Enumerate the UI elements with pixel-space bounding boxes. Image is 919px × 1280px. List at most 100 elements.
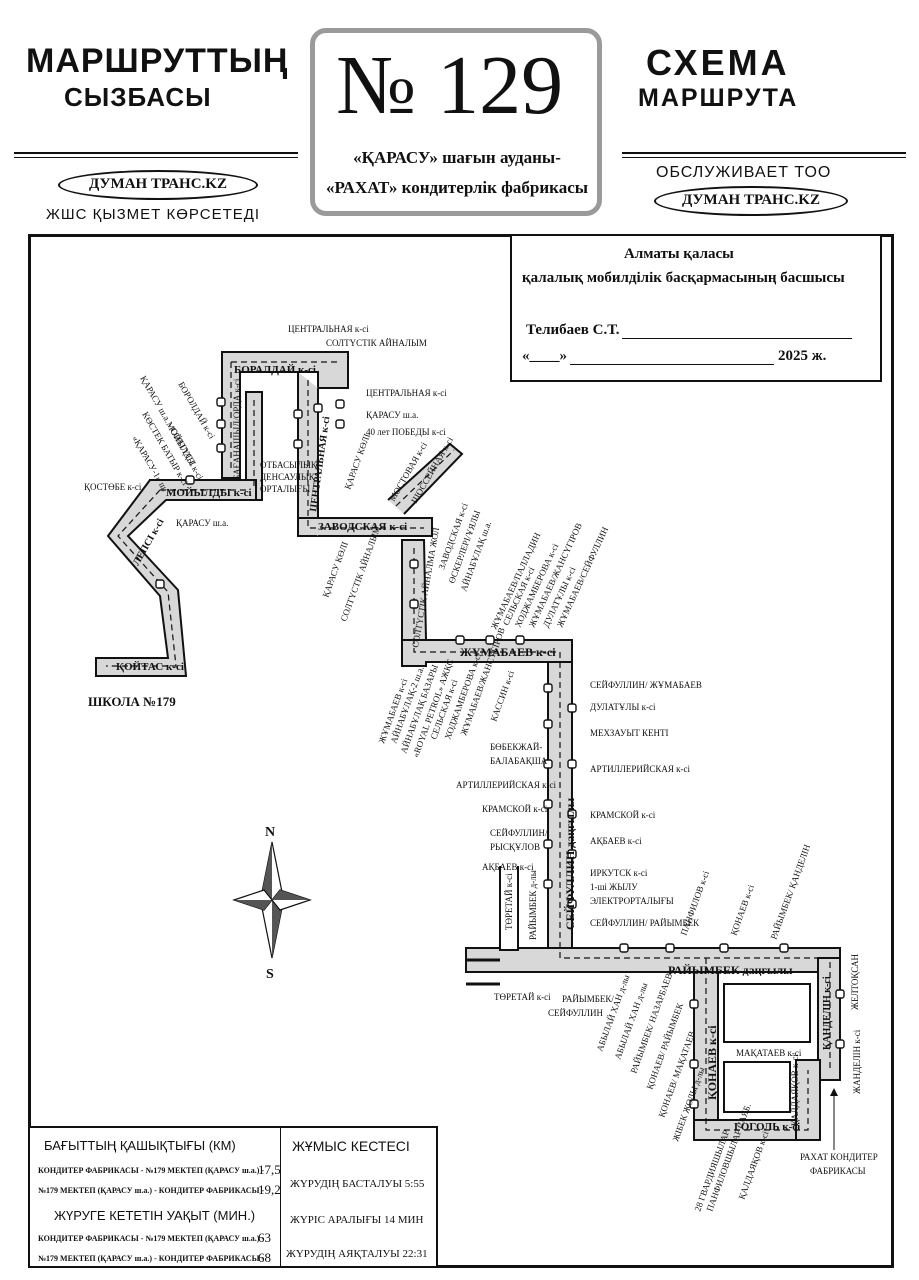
operator-caption-left: ЖШС ҚЫЗМЕТ КӨРСЕТЕДІ — [46, 206, 261, 223]
stop-markers — [155, 397, 845, 1109]
label-tsentralnaya-right: ЦЕНТРАЛЬНАЯ к-сі — [366, 388, 447, 398]
label-seifullin-dangyly: СЕЙФУЛЛИН даңғылы — [563, 797, 577, 930]
label-kramskoi-r: КРАМСКОЙ к-сі — [590, 810, 656, 820]
label-raiymbek-kandelin: РАЙЫМБЕК/ ҚАНДЕЛІН — [768, 843, 812, 941]
label-kassin: КАССИН к-сі — [488, 669, 516, 723]
route-number: № 129 — [336, 39, 564, 132]
compass-s: S — [266, 967, 274, 982]
date-line — [570, 364, 774, 365]
label-otbasylyk: ОТБАСЫЛЫҚ — [260, 460, 318, 470]
signature-line — [622, 338, 852, 339]
city-block-1 — [723, 983, 811, 1043]
label-raiymbek-dangyly-v: РАЙЫМБЕК д-лы — [528, 870, 538, 940]
label-koitas: ҚОЙТАС к-сі — [116, 661, 184, 673]
label-kandelin: ҚАНДЕЛІН к-сі — [822, 976, 833, 1050]
approval-date-prefix: «____» — [522, 348, 567, 364]
label-soltustik-top: СОЛТҮСТІК АЙНАЛЫМ — [326, 338, 427, 348]
road-zavodskaya — [298, 517, 433, 537]
map-frame — [28, 234, 894, 1268]
road-lepsi — [95, 479, 188, 677]
label-school: ШКОЛА №179 — [88, 694, 176, 709]
route-line — [106, 361, 831, 1131]
time-row-2-value: 68 — [258, 1250, 271, 1265]
label-karasu-sha2: ҚАРАСУ ш.а. — [176, 518, 228, 528]
label-karasu-sha: ҚАРАСУ ш.а. — [366, 410, 418, 420]
operator-logo-right: ДУМАН ТРАНС.KZ — [654, 186, 848, 216]
label-ortalygy: ОРТАЛЫҒЫ — [260, 484, 310, 494]
label-rakhat1: РАХАТ КОНДИТЕР — [800, 1152, 878, 1162]
route-number-box — [310, 28, 602, 216]
approval-box: Алматы қаласы қалалық мобилділік басқарм… — [510, 234, 882, 382]
schedule-title: ЖҰМЫС КЕСТЕСІ — [292, 1138, 410, 1154]
label-densaulyk: ДЕНСАУЛЫҚ — [260, 472, 316, 482]
label-raiymbek-seifullin2: СЕЙФУЛЛИН — [548, 1008, 603, 1018]
approval-date-suffix: 2025 ж. — [778, 348, 827, 364]
road-toretai — [499, 866, 519, 951]
time-title: ЖҮРУГЕ КЕТЕТІН УАҚЫТ (МИН.) — [54, 1208, 256, 1223]
schedule-interval-label: ЖҮРІС АРАЛЫҒЫ — [290, 1214, 382, 1226]
route-desc-line1: «ҚАРАСУ» шағын ауданы- — [353, 148, 561, 167]
label-zavodskaya: ЗАВОДСКАЯ к-сі — [318, 521, 407, 533]
label-mazhitov: ЖАНДЕЛІН к-сі — [852, 1029, 862, 1094]
label-toretai-top: ТӨРЕТАЙ к-сі — [504, 873, 514, 930]
right-title-line1: СХЕМА — [646, 42, 790, 83]
label-balabaksha: БАЛАБАҚША — [490, 756, 548, 766]
left-title-line2: СЫЗБАСЫ — [64, 82, 212, 112]
compass-n: N — [265, 825, 275, 840]
distance-title: БАҒЫТТЫҢ ҚАШЫҚТЫҒЫ (КМ) — [44, 1138, 236, 1153]
label-zheltoksan: ЖЕЛТОҚСАН — [850, 954, 860, 1010]
label-tsentralnaya-top: ЦЕНТРАЛЬНАЯ к-сі — [288, 324, 369, 334]
label-raiymbek-dangyly: РАЙЫМБЕК даңғылы — [668, 963, 793, 977]
label-gogol: ГОГОЛЬ к-сі — [734, 1121, 800, 1133]
label-seifullin-raiymbek: СЕЙФУЛЛИН/ РАЙЫМБЕК — [590, 918, 700, 928]
label-mekhzauyt: МЕХЗАУЫТ КЕНТІ — [590, 728, 668, 738]
label-soltustik-ainalym2: СОЛТҮСТІК АЙНАЛЫМ — [338, 524, 382, 622]
city-block-2 — [723, 1061, 791, 1113]
route-desc-line2: «РАХАТ» кондитерлік фабрикасы — [325, 178, 589, 197]
compass-icon: N S — [232, 825, 312, 982]
label-kramskoi-l: КРАМСКОЙ к-сі — [482, 804, 548, 814]
schedule-end: ЖҮРУДІҢ АЯҚТАЛУЫ 22:31 — [286, 1248, 428, 1260]
schedule-start: ЖҮРУДІҢ БАСТАЛУЫ 5:55 — [290, 1178, 424, 1190]
label-bagan: БАҒАНАШЫЛ/ОРДА к-сі — [232, 378, 242, 480]
schedule-interval: ЖҮРІС АРАЛЫҒЫ 14 МИН — [290, 1214, 423, 1226]
distance-row-2-label: №179 МЕКТЕП (ҚАРАСУ ш.а.) - КОНДИТЕР ФАБ… — [38, 1186, 265, 1195]
approval-line1: Алматы қаласы — [624, 246, 734, 262]
schedule-start-label: ЖҮРУДІҢ БАСТАЛУЫ — [290, 1178, 403, 1190]
left-title-line1: МАРШРУТТЫҢ — [26, 42, 289, 80]
label-karasu-koli: ҚАРАСУ КӨЛІ — [342, 432, 371, 490]
schedule-start-value: 5:55 — [404, 1178, 425, 1190]
header-rule-right — [622, 152, 906, 154]
label-40-let: 40 лет ПОБЕДЫ к-сі — [366, 427, 446, 437]
label-shosseinaya: ШОССЕЙНАЯ к-сі — [409, 435, 455, 505]
label-artilleriiskaya-l: АРТИЛЛЕРИЙСКАЯ к-сі — [456, 780, 556, 790]
schedule-end-value: 22:31 — [402, 1248, 428, 1260]
time-row-2-label: №179 МЕКТЕП (ҚАРАСУ ш.а.) - КОНДИТЕР ФАБ… — [38, 1254, 265, 1263]
label-boroldai-left: БОРОЛДАЙ к-сі — [176, 380, 217, 441]
time-row-1-label: КОНДИТЕР ФАБРИКАСЫ - №179 МЕКТЕП (ҚАРАСУ… — [38, 1234, 265, 1243]
label-seifullin-ryskulov1: СЕЙФУЛЛИН/ — [490, 828, 548, 838]
distance-row-2-value: 19,2 — [258, 1182, 281, 1197]
label-zhumabaev: ЖҰМАБАЕВ к-сі — [460, 645, 556, 659]
label-moiyldy: МОЙЫЛДЫ к-сі — [166, 487, 252, 499]
label-konaev-top: ҚОНАЕВ к-сі — [728, 883, 756, 937]
header-rule-right-2 — [622, 157, 906, 158]
label-toretai-bottom: ТӨРЕТАЙ к-сі — [494, 992, 551, 1002]
info-table-divider — [280, 1128, 281, 1268]
road-kandelin — [817, 957, 841, 1081]
distance-row-1-value: 17,5 — [258, 1162, 281, 1177]
label-raiymbek-seifullin1: РАЙЫМБЕК/ — [562, 994, 614, 1004]
label-karasu-koli2: ҚАРАСУ КӨЛІ — [320, 540, 349, 598]
label-kaldaiakov-v: ҚАЛДАЯҚОВ к-сі — [790, 1054, 800, 1126]
label-makataev: МАҚАТАЕВ к-сі — [736, 1048, 802, 1058]
road-zhumabaev — [401, 639, 573, 667]
header-rule-left-2 — [14, 157, 298, 158]
label-irkutsk: ИРКУТСК к-сі — [590, 868, 648, 878]
label-seifullin-ryskulov2: РЫСҚҰЛОВ — [490, 842, 540, 852]
right-title-line2: МАРШРУТА — [638, 84, 799, 112]
approval-line2: қалалық мобилділік басқармасының басшысы — [522, 270, 845, 286]
operator-logo-left: ДУМАН ТРАНС.KZ — [58, 170, 258, 200]
label-electro2: ЭЛЕКТРОРТАЛЫҒЫ — [590, 896, 674, 906]
label-dulatuly: ДУЛАТҰЛЫ к-сі — [590, 702, 656, 712]
